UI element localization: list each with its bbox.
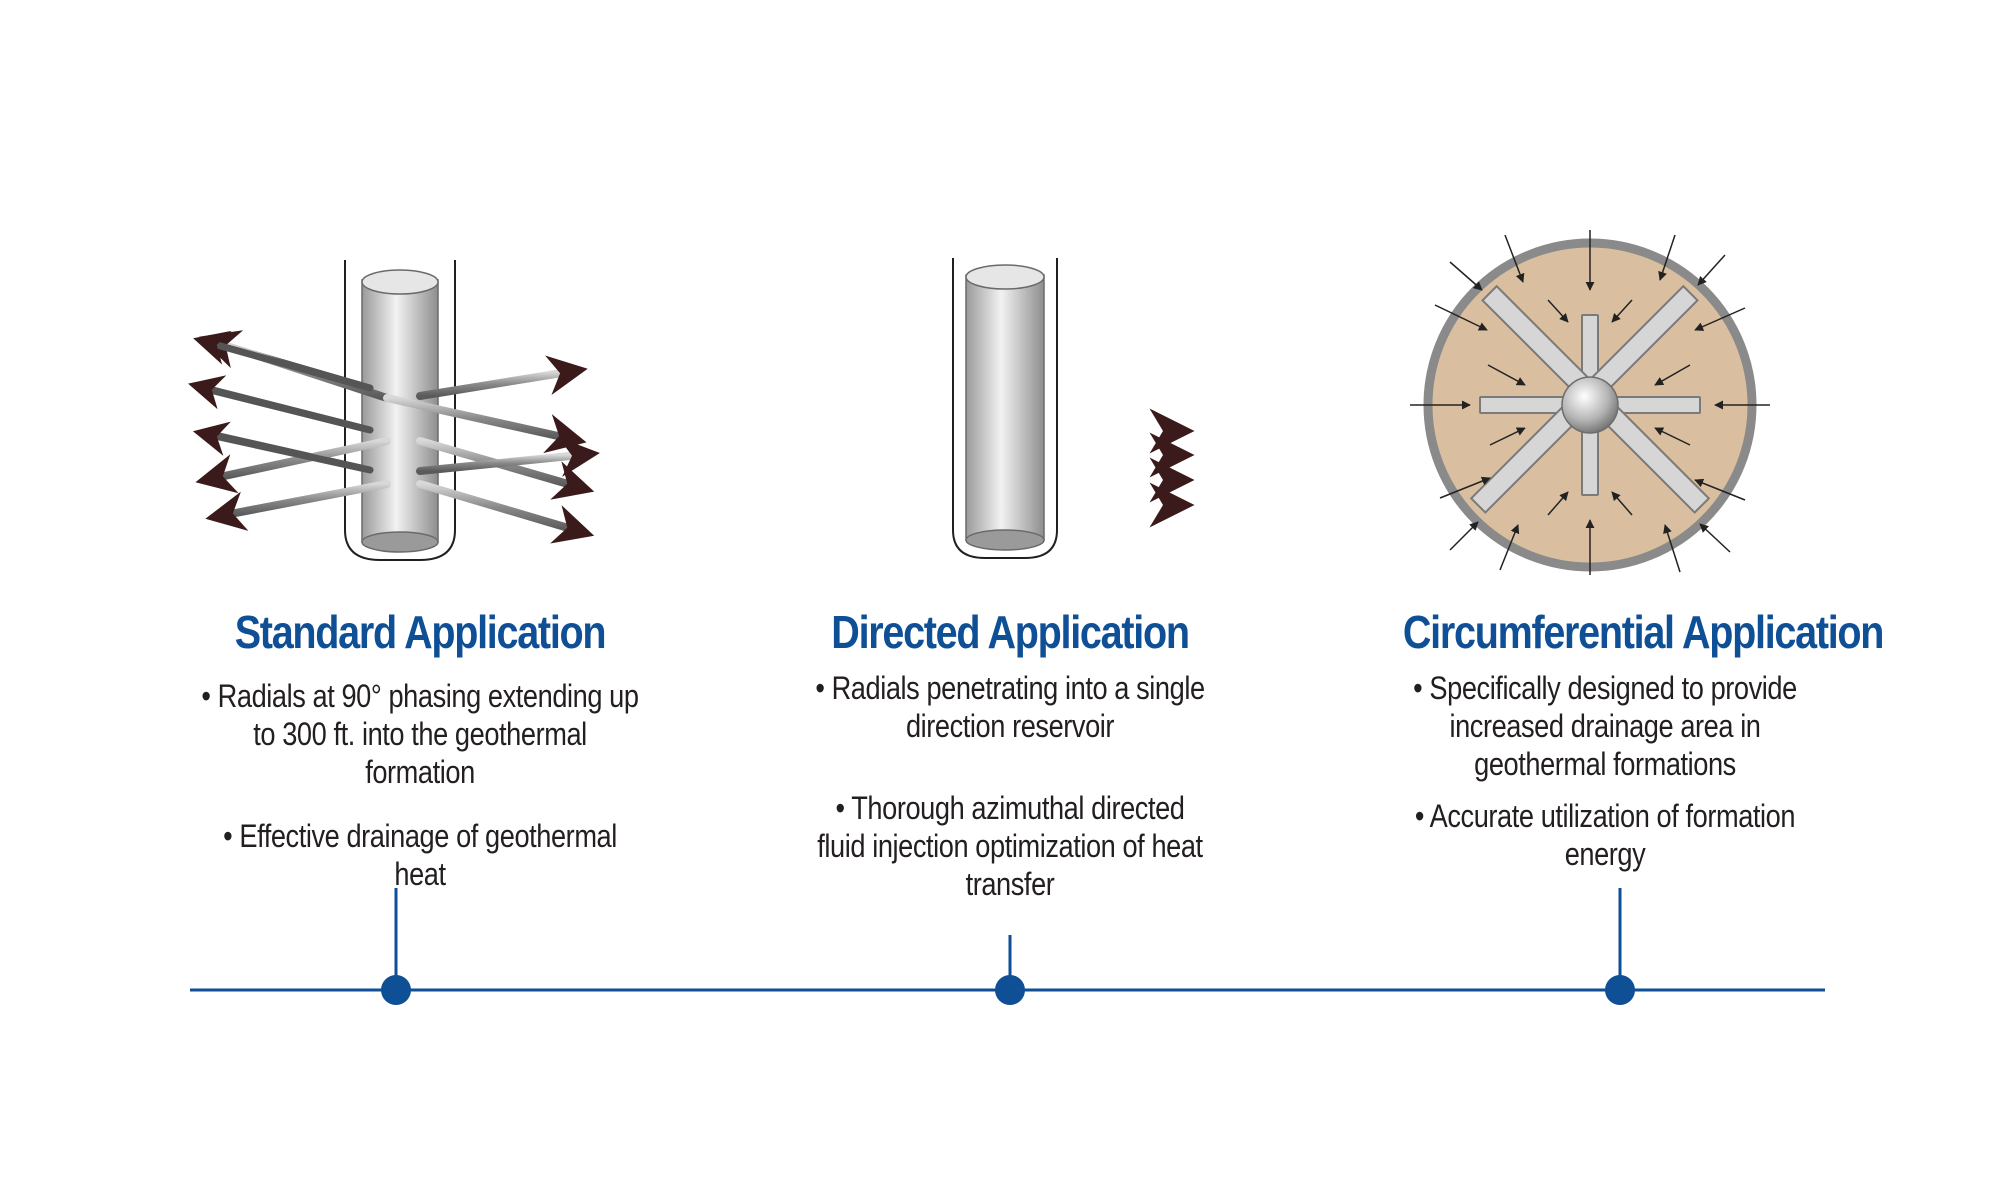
circumferential-application-title: Circumferential Application: [1402, 606, 1885, 658]
standard-application-bullet-2: • Effective drainage of geothermal heat: [223, 818, 617, 892]
directed-casing-pipe: [965, 274, 1045, 541]
timeline-node-circumferential: [1605, 975, 1635, 1005]
directed-application-bullet-2: • Thorough azimuthal directed fluid inje…: [817, 790, 1203, 902]
circumferential-application-bullet-2: • Accurate utilization of formation ener…: [1414, 798, 1796, 872]
standard-application-bullet-1: • Radials at 90° phasing extending up to…: [201, 678, 639, 790]
directed-wellbore-outline: [952, 258, 1058, 559]
timeline-node-directed: [995, 975, 1025, 1005]
circumferential-application-bullet-1: • Specifically designed to provide incre…: [1413, 670, 1797, 782]
directed-application-illustration: [952, 258, 1195, 559]
inflow-arrows: [1410, 230, 1770, 575]
directed-application-column: Directed Application • Radials penetrati…: [775, 605, 1245, 903]
standard-wellbore-outline: [344, 260, 456, 561]
standard-application-illustration: [188, 260, 600, 561]
circumferential-application-illustration: [1410, 230, 1770, 575]
directed-application-bullet-1: • Radials penetrating into a single dire…: [815, 670, 1205, 744]
central-wellbore: [1561, 376, 1619, 434]
standard-application-column: Standard Application • Radials at 90° ph…: [160, 605, 680, 893]
circumferential-application-column: Circumferential Application • Specifical…: [1370, 605, 1885, 873]
directed-radial-rods: [1011, 408, 1195, 528]
standard-casing-pipe: [361, 279, 439, 543]
timeline-node-standard: [381, 975, 411, 1005]
standard-application-title: Standard Application: [234, 606, 607, 658]
directed-application-title: Directed Application: [831, 606, 1190, 658]
timeline: [190, 888, 1825, 1005]
